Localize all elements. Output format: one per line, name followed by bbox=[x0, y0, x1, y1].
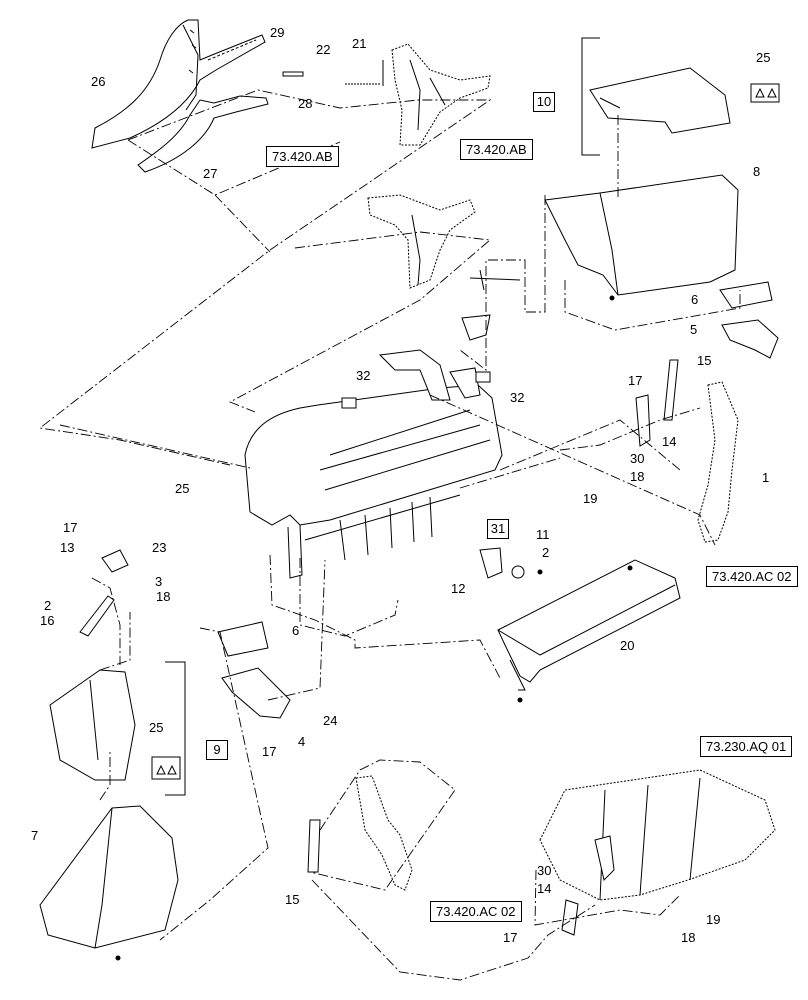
callout-32-left: 32 bbox=[356, 368, 371, 383]
washer-part-11 bbox=[511, 565, 525, 579]
decal-25-left bbox=[151, 756, 181, 780]
callout-19-bottom: 19 bbox=[706, 912, 721, 927]
callout-24: 24 bbox=[323, 713, 338, 728]
callout-30-right: 30 bbox=[630, 451, 645, 466]
spout-upper-assembly bbox=[391, 43, 491, 146]
callout-20: 20 bbox=[620, 638, 635, 653]
section-ref-73-420-ac-02-bottom[interactable]: 73.420.AC 02 bbox=[430, 901, 522, 922]
shield-part-7 bbox=[39, 805, 179, 961]
callout-15-left: 15 bbox=[285, 892, 300, 907]
section-ref-73-230-aq-01[interactable]: 73.230.AQ 01 bbox=[700, 736, 793, 757]
callout-25-left: 25 bbox=[149, 720, 164, 735]
strut-part-15-left bbox=[307, 819, 321, 873]
callout-11: 11 bbox=[536, 527, 550, 542]
callout-17-bottom: 17 bbox=[503, 930, 518, 945]
callout-8: 8 bbox=[753, 164, 761, 179]
callout-32-right: 32 bbox=[510, 390, 525, 405]
callout-25-top: 25 bbox=[756, 50, 771, 65]
bracket-part-14-right bbox=[635, 394, 651, 447]
callout-21: 21 bbox=[352, 36, 367, 51]
group-number-9: 9 bbox=[206, 740, 228, 760]
shield-part-8 bbox=[544, 174, 739, 301]
spout-lower-assembly bbox=[367, 194, 476, 289]
callout-6-right: 6 bbox=[691, 292, 699, 307]
callout-2-left: 2 bbox=[44, 598, 52, 613]
group-number-31: 31 bbox=[487, 519, 509, 539]
callout-4: 4 bbox=[298, 734, 306, 749]
cab-assembly bbox=[539, 769, 776, 901]
strut-part-15-right bbox=[663, 359, 679, 421]
mount-plate-part-20 bbox=[497, 559, 681, 703]
chute-deflector-part-27 bbox=[137, 95, 269, 173]
callout-3: 3 bbox=[155, 574, 163, 589]
callout-14-right: 14 bbox=[662, 434, 677, 449]
link-part-16 bbox=[79, 595, 115, 637]
bracket-5-right bbox=[721, 319, 779, 359]
callout-22: 22 bbox=[316, 42, 331, 57]
callout-25-center: 25 bbox=[175, 481, 190, 496]
callout-30-lower: 30 bbox=[537, 863, 552, 878]
group-10-bracket bbox=[581, 37, 600, 156]
callout-17-center: 17 bbox=[262, 744, 277, 759]
callout-1: 1 bbox=[762, 470, 770, 485]
plate-6-right bbox=[719, 281, 773, 309]
callout-14-lower: 14 bbox=[537, 881, 552, 896]
side-arm-lower bbox=[355, 775, 413, 891]
group-9-bracket bbox=[165, 661, 186, 796]
bracket-hardware bbox=[461, 269, 521, 341]
callout-29: 29 bbox=[270, 25, 285, 40]
callout-17-right: 17 bbox=[628, 373, 643, 388]
callout-17-topleft: 17 bbox=[63, 520, 78, 535]
pin-28 bbox=[282, 71, 304, 77]
bracket-part-12 bbox=[479, 547, 503, 579]
callout-19-right: 19 bbox=[583, 491, 598, 506]
chute-deflector-part-26 bbox=[91, 19, 266, 149]
section-ref-73-420-ab-top[interactable]: 73.420.AB bbox=[266, 146, 339, 167]
callout-15-right: 15 bbox=[697, 353, 712, 368]
callout-5: 5 bbox=[690, 322, 698, 337]
section-ref-73-420-ab-mid[interactable]: 73.420.AB bbox=[460, 139, 533, 160]
callout-16: 16 bbox=[40, 613, 55, 628]
bracket-part-4 bbox=[221, 667, 291, 719]
callout-27: 27 bbox=[203, 166, 218, 181]
callout-12: 12 bbox=[451, 581, 466, 596]
callout-26: 26 bbox=[91, 74, 106, 89]
callout-28: 28 bbox=[298, 96, 313, 111]
callout-7: 7 bbox=[31, 828, 39, 843]
construction-lines bbox=[38, 89, 741, 981]
callout-18-right: 18 bbox=[630, 469, 645, 484]
main-frame-part-31 bbox=[244, 349, 503, 579]
side-arm-part-1 bbox=[697, 381, 739, 543]
callout-6-center: 6 bbox=[292, 623, 300, 638]
bracket-part-13 bbox=[101, 549, 129, 573]
group-number-10: 10 bbox=[533, 92, 555, 112]
decal-25-top bbox=[750, 83, 780, 103]
bracket-part-14-lower bbox=[561, 899, 579, 936]
shield-part-9 bbox=[49, 669, 136, 781]
callout-18-bottom: 18 bbox=[681, 930, 696, 945]
callout-2-right: 2 bbox=[542, 545, 550, 560]
callout-23: 23 bbox=[152, 540, 167, 555]
callout-18-left: 18 bbox=[156, 589, 171, 604]
plate-part-6-center bbox=[217, 621, 269, 657]
callout-13: 13 bbox=[60, 540, 75, 555]
section-ref-73-420-ac-02-right[interactable]: 73.420.AC 02 bbox=[706, 566, 798, 587]
shield-part-10 bbox=[589, 67, 731, 134]
